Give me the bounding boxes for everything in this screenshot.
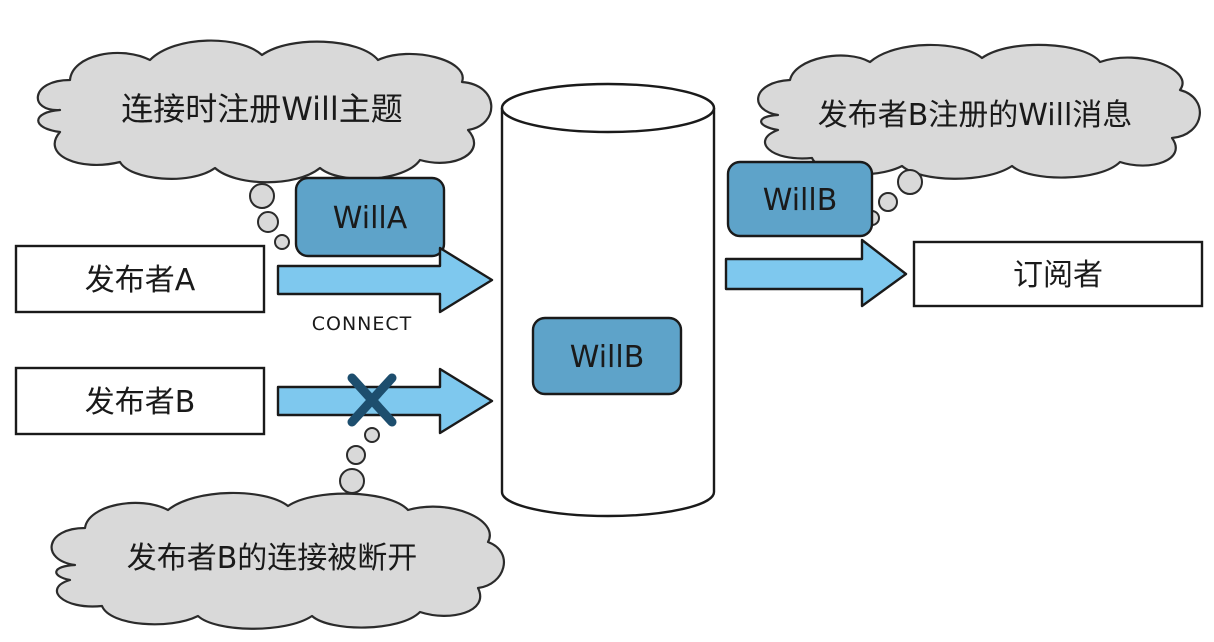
cloud-shape <box>50 491 506 630</box>
will-box-frame <box>726 160 874 238</box>
arrow-broker-to-subscriber <box>724 238 908 308</box>
publisher-b-box: 发布者B <box>14 366 266 436</box>
thought-bubble-c1 <box>364 427 380 443</box>
will-box-frame <box>294 176 446 258</box>
will-a-box: WillA <box>294 176 446 258</box>
cylinder-top <box>500 82 716 134</box>
thought-bubble-c2 <box>346 445 366 465</box>
arrow-publisher-a-to-broker <box>276 246 494 314</box>
thought-bubble-a2 <box>257 211 279 233</box>
thought-bubble-a1 <box>249 183 275 209</box>
will-box-frame <box>531 316 683 396</box>
subscriber-box: 订阅者 <box>912 240 1204 308</box>
cloud-register-topic: 连接时注册Will主题 <box>36 39 493 184</box>
subscriber-label: 订阅者 <box>1013 258 1103 293</box>
publisher-a-label: 发布者A <box>85 263 196 298</box>
will-a-label: WillA <box>333 201 408 236</box>
broker-cylinder <box>500 82 716 518</box>
publisher-b-label: 发布者B <box>85 385 196 420</box>
cloud-b-registered-text: 发布者B注册的Will消息 <box>818 98 1133 133</box>
thought-bubble-b2 <box>878 192 898 212</box>
cylinder-body <box>500 108 716 518</box>
will-b-out-label: WillB <box>763 183 838 218</box>
publisher-a-box: 发布者A <box>14 244 266 314</box>
thought-bubble-c3 <box>339 468 365 494</box>
cloud-b-disconnected-text: 发布者B的连接被断开 <box>127 541 418 576</box>
will-b-broker-label: WillB <box>570 340 645 375</box>
box-frame <box>14 244 266 314</box>
will-b-broker-box: WillB <box>531 316 683 396</box>
thought-bubble-a3 <box>274 234 290 250</box>
cloud-b-registered: 发布者B注册的Will消息 <box>757 43 1201 180</box>
cloud-b-disconnected: 发布者B的连接被断开 <box>50 491 506 630</box>
disconnect-cross-icon <box>347 373 397 427</box>
will-b-out-box: WillB <box>726 160 874 238</box>
arrow-publisher-b-to-broker <box>276 367 494 435</box>
cloud-shape <box>36 39 493 184</box>
box-frame <box>912 240 1204 308</box>
connect-label: CONNECT <box>312 313 413 335</box>
cloud-register-topic-text: 连接时注册Will主题 <box>121 90 403 128</box>
box-frame <box>14 366 266 436</box>
thought-bubble-b1 <box>897 169 923 195</box>
